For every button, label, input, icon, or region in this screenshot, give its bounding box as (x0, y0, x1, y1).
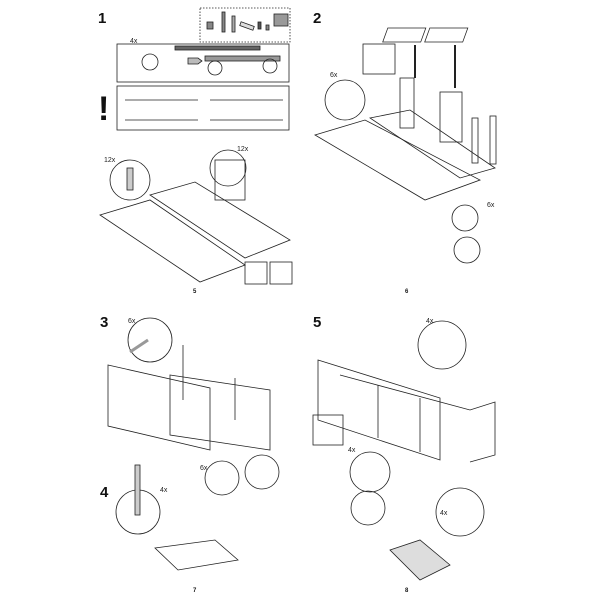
step5-assembly (312, 320, 496, 581)
warning-icon: ! (98, 90, 110, 128)
quantity-label: 12x (104, 157, 116, 164)
step-number-1: 1 (98, 10, 107, 27)
step1-boards (99, 149, 293, 285)
quantity-label: 4x (426, 318, 434, 325)
quantity-label: 6x (487, 202, 495, 209)
quantity-label: 12x (237, 146, 249, 153)
quantity-label: 4x (348, 447, 356, 454)
quantity-label: 4x (130, 38, 138, 45)
quantity-label: 4x (160, 487, 168, 494)
quantity-label: 4x (440, 510, 448, 517)
step2-assembly (314, 27, 497, 264)
page-number: 5 (193, 289, 197, 295)
step-number-5: 5 (313, 314, 322, 331)
step3-assembly (107, 317, 280, 496)
step4-legs (115, 464, 239, 571)
step1-parts-list (199, 7, 291, 43)
page-number: 6 (405, 289, 409, 295)
step-number-3: 3 (100, 314, 109, 331)
quantity-label: 6x (330, 72, 338, 79)
page-number: 8 (405, 588, 409, 594)
step-number-2: 2 (313, 10, 322, 27)
step-number-4: 4 (100, 484, 109, 501)
step1-cam-layout (116, 85, 290, 131)
quantity-label: 6x (128, 318, 136, 325)
quantity-label: 6x (200, 465, 208, 472)
step1-hinge-detail (116, 43, 290, 83)
page-number: 7 (193, 588, 197, 594)
